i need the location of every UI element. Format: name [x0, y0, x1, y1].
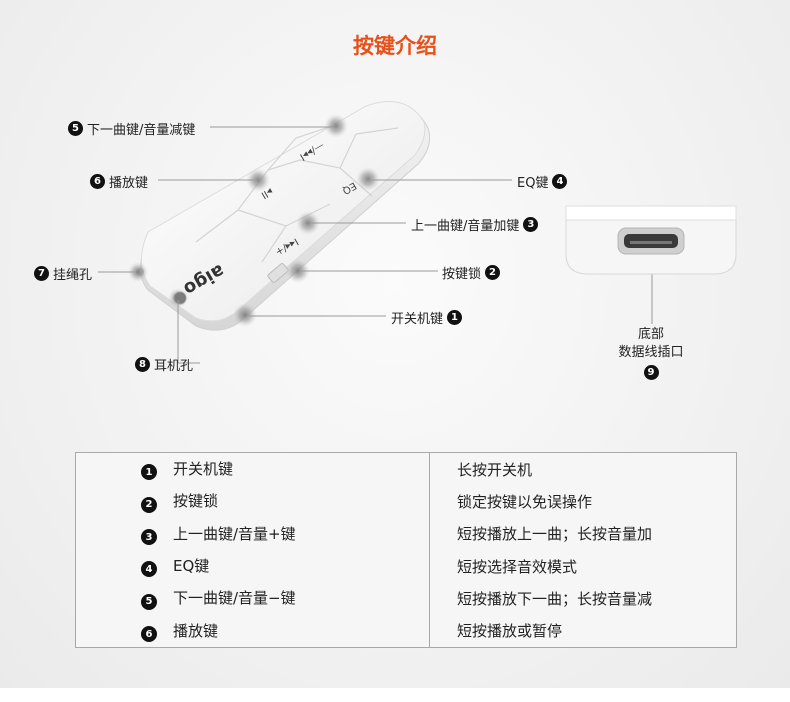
lock-switch — [267, 263, 289, 283]
table-row: 4 EQ键 短按选择音效模式 — [75, 549, 737, 583]
callout-text: 底部 — [637, 327, 664, 342]
key-name-cell: 4 EQ键 — [75, 549, 430, 583]
callout-text: 按键锁 — [442, 267, 482, 282]
key-description: 锁定按键以免误操作 — [457, 493, 593, 511]
bottom-port-view — [565, 205, 737, 275]
bottom-band — [0, 688, 790, 702]
callout-number: 6 — [90, 174, 105, 189]
key-name-cell: 3 上一曲键/音量+键 — [75, 517, 430, 550]
callout-text: 上一曲键/音量加键 — [411, 219, 520, 234]
row-number: 1 — [141, 464, 157, 481]
callout-number: 4 — [552, 174, 568, 189]
callout-number: 3 — [523, 217, 539, 232]
table-row: 1 开关机键 长按开关机 — [75, 452, 737, 486]
key-name: 开关机键 — [173, 459, 234, 478]
table-row: 3 上一曲键/音量+键 短按播放上一曲；长按音量加 — [75, 517, 737, 550]
key-name: 按键锁 — [173, 492, 219, 511]
callout-play-key: 6 播放键 — [90, 172, 148, 191]
callout-prev-key: 上一曲键/音量加键 3 — [411, 215, 539, 234]
key-description: 长按开关机 — [457, 460, 533, 479]
callout-number: 5 — [68, 121, 83, 136]
callout-text: 耳机孔 — [154, 359, 194, 374]
callout-eq-key: EQ键 4 — [517, 172, 568, 191]
key-name: EQ键 — [173, 556, 210, 575]
key-name-cell: 5 下一曲键/音量−键 — [75, 582, 430, 615]
row-number: 4 — [141, 561, 157, 578]
key-description: 短按播放上一曲；长按音量加 — [457, 525, 653, 544]
callout-text: 挂绳孔 — [53, 268, 93, 283]
callout-text: 下一曲键/音量减键 — [87, 123, 196, 138]
callout-key-lock: 按键锁 2 — [442, 263, 501, 282]
key-function-table: 1 开关机键 长按开关机 2 按键锁 锁定按键以免误操作 3 上一曲键/音量+键 短按播放上一曲… — [75, 452, 737, 648]
callout-headphone-jack: 8 耳机孔 — [135, 355, 193, 374]
player-body — [140, 101, 431, 331]
page-title: 按键介绍 — [353, 34, 437, 58]
table-row: 6 播放键 短按播放或暂停 — [75, 614, 737, 648]
callout-next-key: 5 下一曲键/音量减键 — [68, 119, 195, 138]
callout-number: 2 — [485, 265, 501, 280]
callout-data-port: 底部 数据线插口 9 — [596, 326, 706, 381]
leader-lines — [98, 126, 653, 364]
row-number: 2 — [141, 496, 157, 513]
key-description: 短按播放或暂停 — [457, 622, 563, 641]
table-row: 5 下一曲键/音量−键 短按播放下一曲；长按音量减 — [75, 582, 737, 615]
key-name-cell: 6 播放键 — [75, 614, 430, 648]
row-number: 6 — [141, 626, 157, 643]
callout-number: 7 — [34, 266, 49, 281]
key-name-cell: 1 开关机键 — [75, 452, 430, 486]
callout-number: 8 — [135, 357, 150, 372]
key-name: 下一曲键/音量−键 — [173, 589, 296, 608]
callout-text: EQ键 — [517, 176, 549, 191]
callout-text: 开关机键 — [391, 312, 444, 327]
callout-text: 数据线插口 — [618, 345, 684, 360]
key-name: 播放键 — [173, 621, 219, 640]
callout-text: 播放键 — [109, 176, 149, 191]
table-row: 2 按键锁 锁定按键以免误操作 — [75, 485, 737, 518]
device-illustration: —/▸▸I ▸II EQ I◂◂/+ aigo — [98, 101, 737, 364]
key-description: 短按选择音效模式 — [457, 557, 578, 576]
row-number: 3 — [141, 529, 157, 546]
callout-number: 9 — [643, 365, 659, 380]
row-number: 5 — [141, 593, 157, 610]
key-description: 短按播放下一曲；长按音量减 — [457, 589, 653, 608]
key-name-cell: 2 按键锁 — [75, 485, 430, 518]
key-name: 上一曲键/音量+键 — [173, 524, 296, 543]
callout-number: 1 — [447, 310, 463, 325]
callout-power-key: 开关机键 1 — [391, 308, 463, 327]
callout-lanyard-hole: 7 挂绳孔 — [34, 264, 92, 283]
